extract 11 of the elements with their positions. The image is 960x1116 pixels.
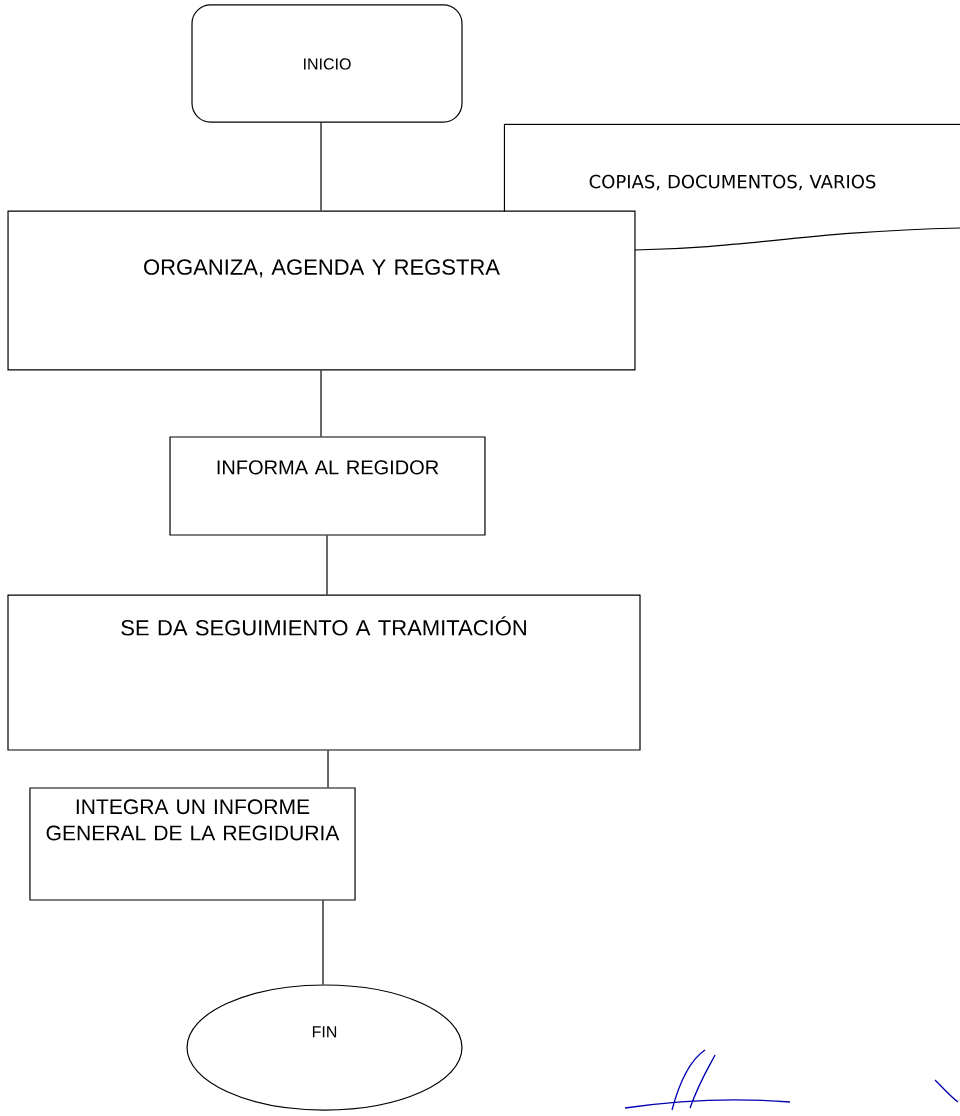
process-box: INTEGRA UN INFORME GENERAL DE LA REGIDURIA	[29, 787, 356, 901]
connector-line	[327, 749, 329, 788]
start-terminal: INICIO	[191, 4, 463, 123]
connector-line	[322, 900, 324, 985]
connector-line	[326, 535, 328, 596]
process-box: SE DA SEGUIMIENTO A TRAMITACIÓN	[7, 594, 641, 751]
process-box: ORGANIZA, AGENDA Y REGSTRA	[7, 210, 636, 371]
end-terminal: FIN	[186, 984, 463, 1111]
connector-line	[320, 122, 322, 212]
process-box: INFORMA AL REGIDOR	[169, 436, 486, 536]
connector-line	[320, 369, 322, 437]
